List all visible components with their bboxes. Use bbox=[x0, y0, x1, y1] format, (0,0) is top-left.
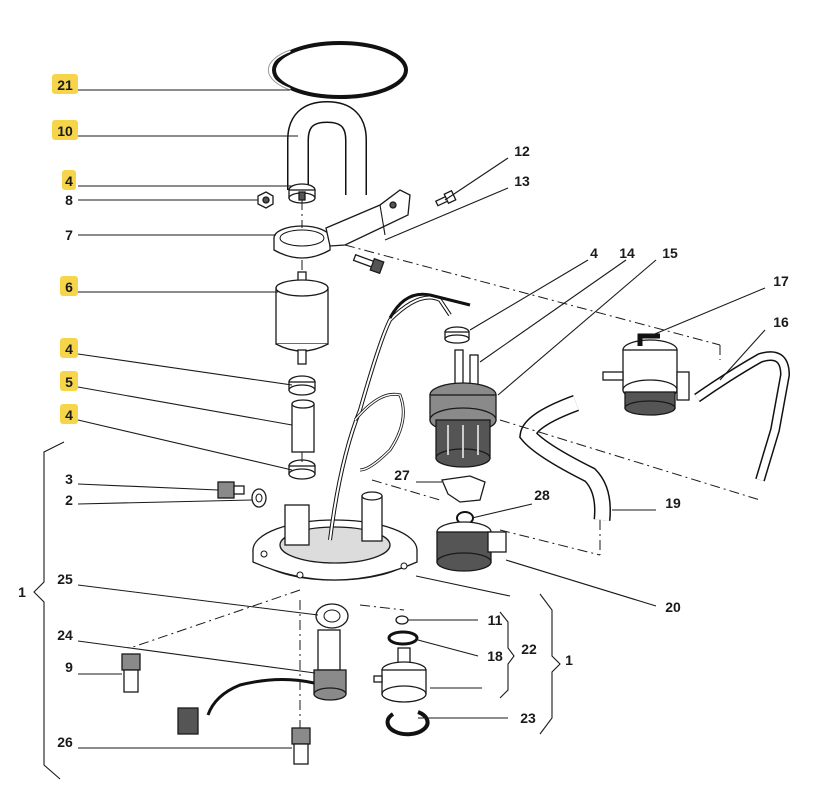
part-20-strainer bbox=[436, 521, 507, 572]
highlight-21 bbox=[52, 74, 78, 94]
part-3-fitting bbox=[217, 481, 245, 499]
part-2-washer bbox=[251, 488, 267, 508]
label-5: 5 bbox=[65, 374, 73, 390]
label-highlights bbox=[52, 74, 78, 424]
label-26: 26 bbox=[57, 734, 73, 750]
part-4-clamp-right bbox=[444, 326, 470, 344]
label-24: 24 bbox=[57, 627, 73, 643]
label-12: 12 bbox=[514, 143, 530, 159]
label-21: 21 bbox=[57, 77, 73, 93]
label-20: 20 bbox=[665, 599, 681, 615]
part-19-hose bbox=[519, 395, 611, 521]
label-1-left: 1 bbox=[18, 584, 26, 600]
part-23-circlip bbox=[385, 710, 430, 737]
label-7: 7 bbox=[65, 227, 73, 243]
label-17: 17 bbox=[773, 273, 789, 289]
label-23: 23 bbox=[520, 710, 536, 726]
highlight-4a bbox=[62, 170, 76, 190]
part-11-small-o-ring bbox=[395, 615, 409, 625]
label-22: 22 bbox=[521, 641, 537, 657]
label-15: 15 bbox=[662, 245, 678, 261]
highlight-4b bbox=[60, 338, 78, 358]
part-6-fuel-filter bbox=[275, 271, 329, 365]
label-4d: 4 bbox=[590, 245, 598, 261]
label-3: 3 bbox=[65, 471, 73, 487]
part-5-hose-piece bbox=[291, 399, 315, 453]
part-7-filter-bracket bbox=[273, 189, 411, 259]
pump-flange-base bbox=[252, 491, 418, 581]
group-brackets bbox=[33, 441, 561, 780]
label-9: 9 bbox=[65, 659, 73, 675]
label-11: 11 bbox=[488, 612, 503, 628]
part-8-nut bbox=[257, 191, 274, 209]
assembly-axis-lines bbox=[129, 200, 761, 728]
part-18-o-ring bbox=[387, 630, 419, 646]
part-26-plug bbox=[291, 727, 311, 765]
label-4a: 4 bbox=[65, 173, 73, 189]
leader-lines bbox=[77, 89, 766, 749]
label-4c: 4 bbox=[65, 407, 73, 423]
part-13-screw bbox=[352, 253, 385, 275]
label-1-right: 1 bbox=[565, 652, 573, 668]
label-14: 14 bbox=[619, 245, 635, 261]
highlight-5 bbox=[60, 371, 78, 391]
part-16-hose bbox=[694, 351, 791, 482]
part-4-clamp-middle bbox=[288, 375, 316, 396]
part-4-clamp-lower bbox=[288, 459, 316, 480]
label-10: 10 bbox=[57, 123, 73, 139]
part-9-plug bbox=[121, 653, 141, 693]
label-4b: 4 bbox=[65, 341, 73, 357]
label-8: 8 bbox=[65, 192, 73, 208]
part-number-labels: 21 10 4 8 7 6 4 5 4 3 2 25 1 24 9 26 12 … bbox=[18, 77, 789, 750]
highlight-4c bbox=[60, 404, 78, 424]
part-24-sensor-connector bbox=[177, 629, 347, 735]
part-17-pressure-regulator bbox=[602, 333, 690, 416]
wiring-harness bbox=[328, 292, 471, 541]
part-22-regulator bbox=[373, 647, 427, 703]
part-4-clamp-top bbox=[288, 183, 316, 204]
label-2: 2 bbox=[65, 492, 73, 508]
label-19: 19 bbox=[665, 495, 681, 511]
label-25: 25 bbox=[57, 571, 73, 587]
label-18: 18 bbox=[487, 648, 503, 664]
highlight-10 bbox=[52, 120, 78, 140]
label-13: 13 bbox=[514, 173, 530, 189]
label-6: 6 bbox=[65, 279, 73, 295]
part-25-grommet bbox=[315, 603, 349, 629]
part-14-15-fuel-pump bbox=[429, 349, 497, 468]
label-28: 28 bbox=[534, 487, 550, 503]
part-27-clip bbox=[441, 475, 486, 503]
part-10-bent-hose bbox=[287, 100, 367, 195]
part-21-o-ring bbox=[266, 41, 408, 99]
part-12-bolt bbox=[434, 189, 457, 207]
highlight-6 bbox=[60, 276, 78, 296]
label-27: 27 bbox=[394, 467, 410, 483]
label-16: 16 bbox=[773, 314, 789, 330]
